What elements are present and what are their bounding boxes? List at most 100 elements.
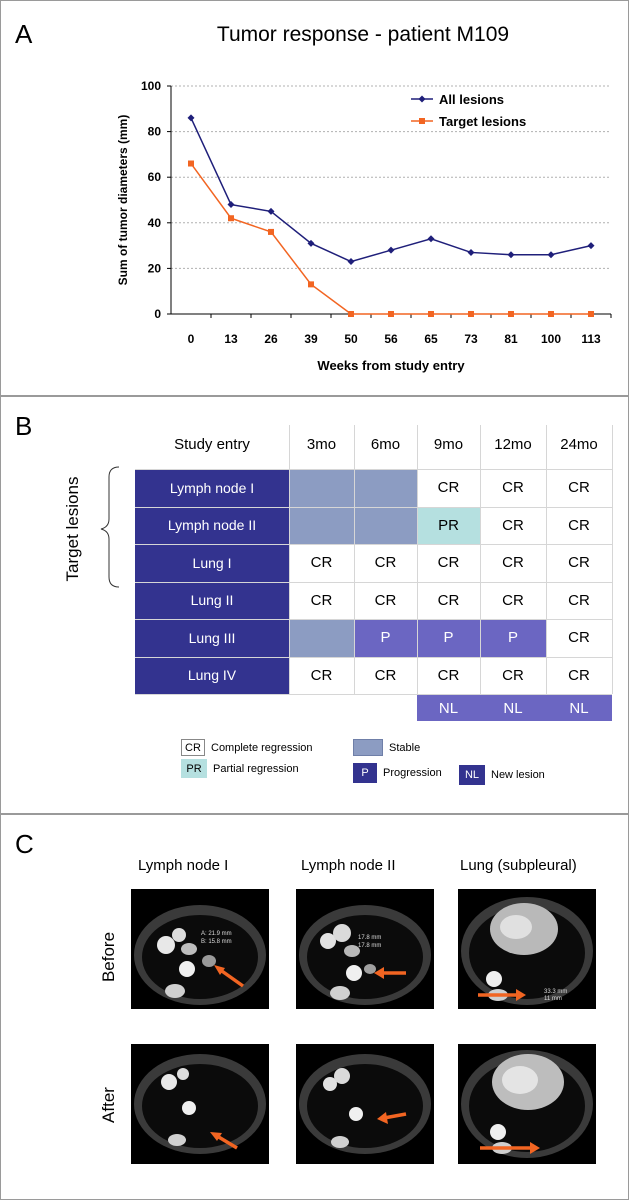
table-rule bbox=[135, 544, 612, 545]
data-point bbox=[467, 248, 475, 256]
x-tick-label: 100 bbox=[541, 332, 561, 346]
table-rule bbox=[354, 425, 355, 694]
legend-partial-regression: PR Partial regression bbox=[181, 759, 299, 778]
response-cell: CR bbox=[502, 666, 524, 684]
row-label-before: Before bbox=[99, 931, 118, 983]
row-label: Lung IV bbox=[135, 656, 289, 694]
data-point bbox=[347, 258, 355, 266]
row-label: Lymph node II bbox=[135, 506, 289, 544]
legend-text: Stable bbox=[389, 741, 421, 754]
x-tick-label: 26 bbox=[264, 332, 278, 346]
response-cell: CR bbox=[374, 554, 397, 572]
response-cell: CR bbox=[310, 554, 333, 572]
legend-text: Partial regression bbox=[213, 762, 299, 775]
table-rule bbox=[135, 656, 612, 658]
response-cell: P bbox=[480, 619, 546, 657]
response-cell: CR bbox=[568, 666, 590, 684]
header-timepoint: 24mo bbox=[560, 435, 598, 453]
legend-complete-regression: CR Complete regression bbox=[181, 739, 313, 756]
data-point bbox=[547, 251, 555, 259]
row-label-after: After bbox=[99, 1087, 118, 1123]
response-cell: CR bbox=[568, 629, 590, 647]
y-tick-label: 60 bbox=[148, 170, 162, 184]
ct-scan-lymph-node-1-after bbox=[131, 1044, 269, 1164]
response-cell: CR bbox=[568, 479, 590, 497]
response-cell: CR bbox=[502, 591, 524, 609]
legend-text: New lesion bbox=[491, 769, 545, 781]
ct-scan-lung-after bbox=[458, 1044, 596, 1164]
response-cell: CR bbox=[310, 666, 333, 684]
legend-text: Progression bbox=[383, 767, 442, 779]
response-cell: CR bbox=[437, 591, 460, 609]
target-lesions-label: Target lesions bbox=[63, 476, 82, 582]
legend-marker bbox=[419, 118, 425, 124]
response-cell: CR bbox=[502, 554, 524, 572]
table-rule bbox=[417, 425, 418, 694]
scan-measurement: B: 15.8 mm bbox=[201, 939, 232, 945]
header-timepoint: 12mo bbox=[494, 435, 532, 453]
response-cell: CR bbox=[568, 591, 590, 609]
series-line-1 bbox=[190, 117, 592, 263]
response-cell bbox=[289, 619, 354, 657]
response-cell: CR bbox=[437, 479, 460, 497]
legend-swatch: CR bbox=[181, 739, 205, 756]
legend-swatch: PR bbox=[181, 759, 207, 778]
table-rule bbox=[135, 581, 612, 583]
response-cell bbox=[289, 469, 354, 507]
table-rule bbox=[480, 425, 481, 694]
x-tick-label: 56 bbox=[384, 332, 398, 346]
response-cell: CR bbox=[502, 516, 524, 534]
response-cell: CR bbox=[437, 666, 460, 684]
header-timepoint: 3mo bbox=[306, 435, 337, 453]
column-label-lung: Lung (subpleural) bbox=[460, 857, 577, 874]
new-lesion-cell: NL bbox=[546, 695, 612, 721]
scan-measurement: 17.8 mm bbox=[358, 943, 381, 949]
column-label-lymph-node-2: Lymph node II bbox=[301, 857, 396, 874]
data-point bbox=[548, 311, 554, 317]
arrow-icon bbox=[377, 1112, 388, 1124]
row-label: Lymph node I bbox=[135, 469, 289, 507]
target-lesions-bracket bbox=[100, 466, 120, 588]
data-point bbox=[387, 246, 395, 254]
data-point bbox=[428, 311, 434, 317]
x-tick-label: 13 bbox=[224, 332, 238, 346]
data-point bbox=[588, 311, 594, 317]
y-tick-label: 100 bbox=[141, 79, 161, 93]
x-axis-label: Weeks from study entry bbox=[317, 358, 465, 373]
legend-text: Complete regression bbox=[211, 741, 313, 754]
panel-letter-a: A bbox=[15, 19, 33, 49]
response-cell: PR bbox=[417, 506, 480, 544]
y-tick-label: 0 bbox=[154, 307, 161, 321]
response-cell: CR bbox=[374, 666, 397, 684]
table-rule bbox=[546, 425, 547, 694]
arrow-icon bbox=[530, 1142, 540, 1154]
column-label-lymph-node-1: Lymph node I bbox=[138, 857, 229, 874]
chart-title: Tumor response - patient M109 bbox=[217, 23, 509, 46]
data-point bbox=[227, 201, 235, 209]
panel-letter-b: B bbox=[15, 411, 33, 441]
header-study-entry: Study entry bbox=[174, 435, 250, 453]
ct-scan-lung-before: 33.3 mm 11 mm bbox=[458, 889, 596, 1009]
response-cell: CR bbox=[437, 554, 460, 572]
panel-c: C Lymph node I Lymph node II Lung (subpl… bbox=[0, 814, 629, 1200]
data-point bbox=[427, 235, 435, 243]
data-point bbox=[508, 311, 514, 317]
response-cell: CR bbox=[502, 479, 524, 497]
row-label: Lung I bbox=[135, 544, 289, 582]
x-tick-label: 113 bbox=[581, 332, 601, 346]
data-point bbox=[307, 239, 315, 247]
x-tick-label: 50 bbox=[344, 332, 358, 346]
y-tick-label: 40 bbox=[148, 216, 162, 230]
ct-scan-lymph-node-2-before: 17.8 mm 17.8 mm bbox=[296, 889, 434, 1009]
scan-measurement: 11 mm bbox=[544, 996, 562, 1002]
x-tick-label: 39 bbox=[304, 332, 318, 346]
response-cell bbox=[354, 469, 417, 507]
y-tick-label: 20 bbox=[148, 261, 162, 275]
data-point bbox=[388, 311, 394, 317]
scan-measurement: A: 21.9 mm bbox=[201, 931, 232, 937]
response-cell: CR bbox=[310, 591, 333, 609]
ct-scan-lymph-node-1-before: A: 21.9 mm B: 15.8 mm bbox=[131, 889, 269, 1009]
line-chart: Tumor response - patient M109 0204060801… bbox=[116, 23, 612, 373]
